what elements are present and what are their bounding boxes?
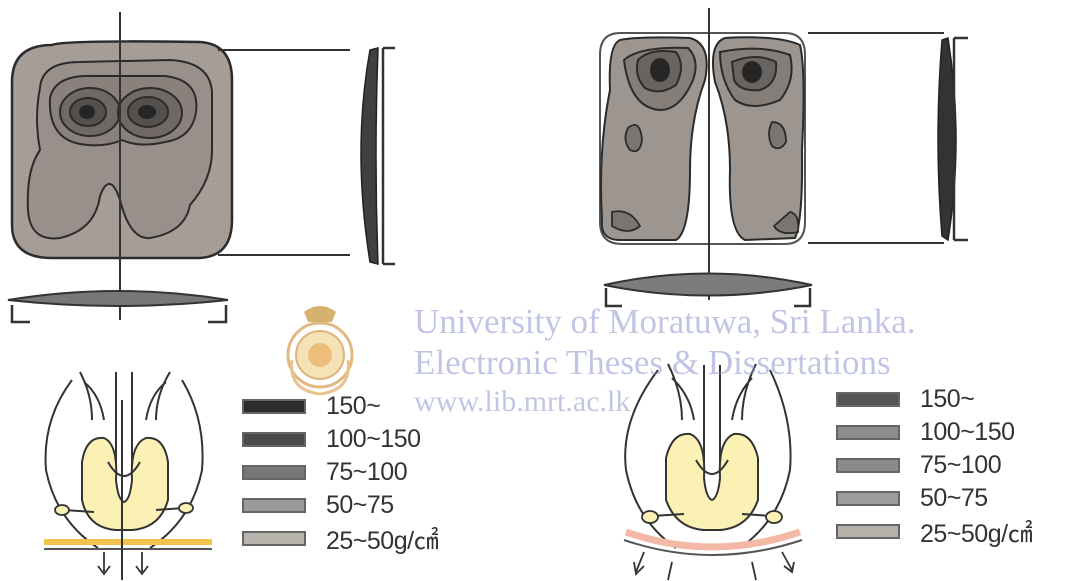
legend-label: 150~ <box>920 385 974 414</box>
legend-label: 150~ <box>326 392 380 421</box>
legend-item: 100~150 <box>836 416 1073 449</box>
legend-swatch <box>836 491 900 506</box>
legend-swatch <box>242 465 306 480</box>
legend-item: 100~150 <box>242 423 482 456</box>
right-pelvis-illustration <box>624 364 802 580</box>
legend-label: 100~150 <box>326 425 421 454</box>
legend-left: 150~ 100~150 75~100 50~75 25~50g/㎠ <box>242 390 482 555</box>
legend-item: 150~ <box>836 383 1073 416</box>
legend-item: 50~75 <box>242 489 482 522</box>
legend-label: 100~150 <box>920 418 1015 447</box>
right-side-profile <box>808 33 968 243</box>
legend-label: 75~100 <box>326 458 407 487</box>
right-map-right-peak <box>742 61 762 83</box>
legend-item: 50~75 <box>836 482 1073 515</box>
legend-label: 25~50g/㎠ <box>920 514 1032 550</box>
left-side-profile <box>218 48 395 264</box>
legend-item: 25~50g/㎠ <box>836 515 1073 548</box>
left-pelvis-illustration <box>44 372 212 580</box>
left-bottom-profile <box>8 291 228 322</box>
legend-item: 75~100 <box>836 449 1073 482</box>
left-pressure-map <box>12 12 232 320</box>
legend-swatch <box>242 399 306 414</box>
watermark-line-1: University of Moratuwa, Sri Lanka. <box>414 302 916 342</box>
legend-right: 150~ 100~150 75~100 50~75 25~50g/㎠ <box>836 383 1073 548</box>
legend-item: 75~100 <box>242 456 482 489</box>
legend-label: 75~100 <box>920 451 1001 480</box>
watermark-line-2: Electronic Theses & Dissertations <box>414 343 891 383</box>
legend-label: 50~75 <box>920 484 988 513</box>
legend-swatch <box>836 425 900 440</box>
right-pressure-map <box>600 8 805 300</box>
legend-swatch <box>242 531 306 546</box>
legend-swatch <box>836 458 900 473</box>
legend-item: 150~ <box>242 390 482 423</box>
right-map-left-peak <box>650 58 670 82</box>
legend-label: 25~50g/㎠ <box>326 521 438 557</box>
legend-item: 25~50g/㎠ <box>242 522 482 555</box>
legend-swatch <box>836 524 900 539</box>
legend-swatch <box>242 498 306 513</box>
legend-swatch <box>242 432 306 447</box>
legend-swatch <box>836 392 900 407</box>
legend-label: 50~75 <box>326 491 394 520</box>
university-logo <box>288 306 352 394</box>
